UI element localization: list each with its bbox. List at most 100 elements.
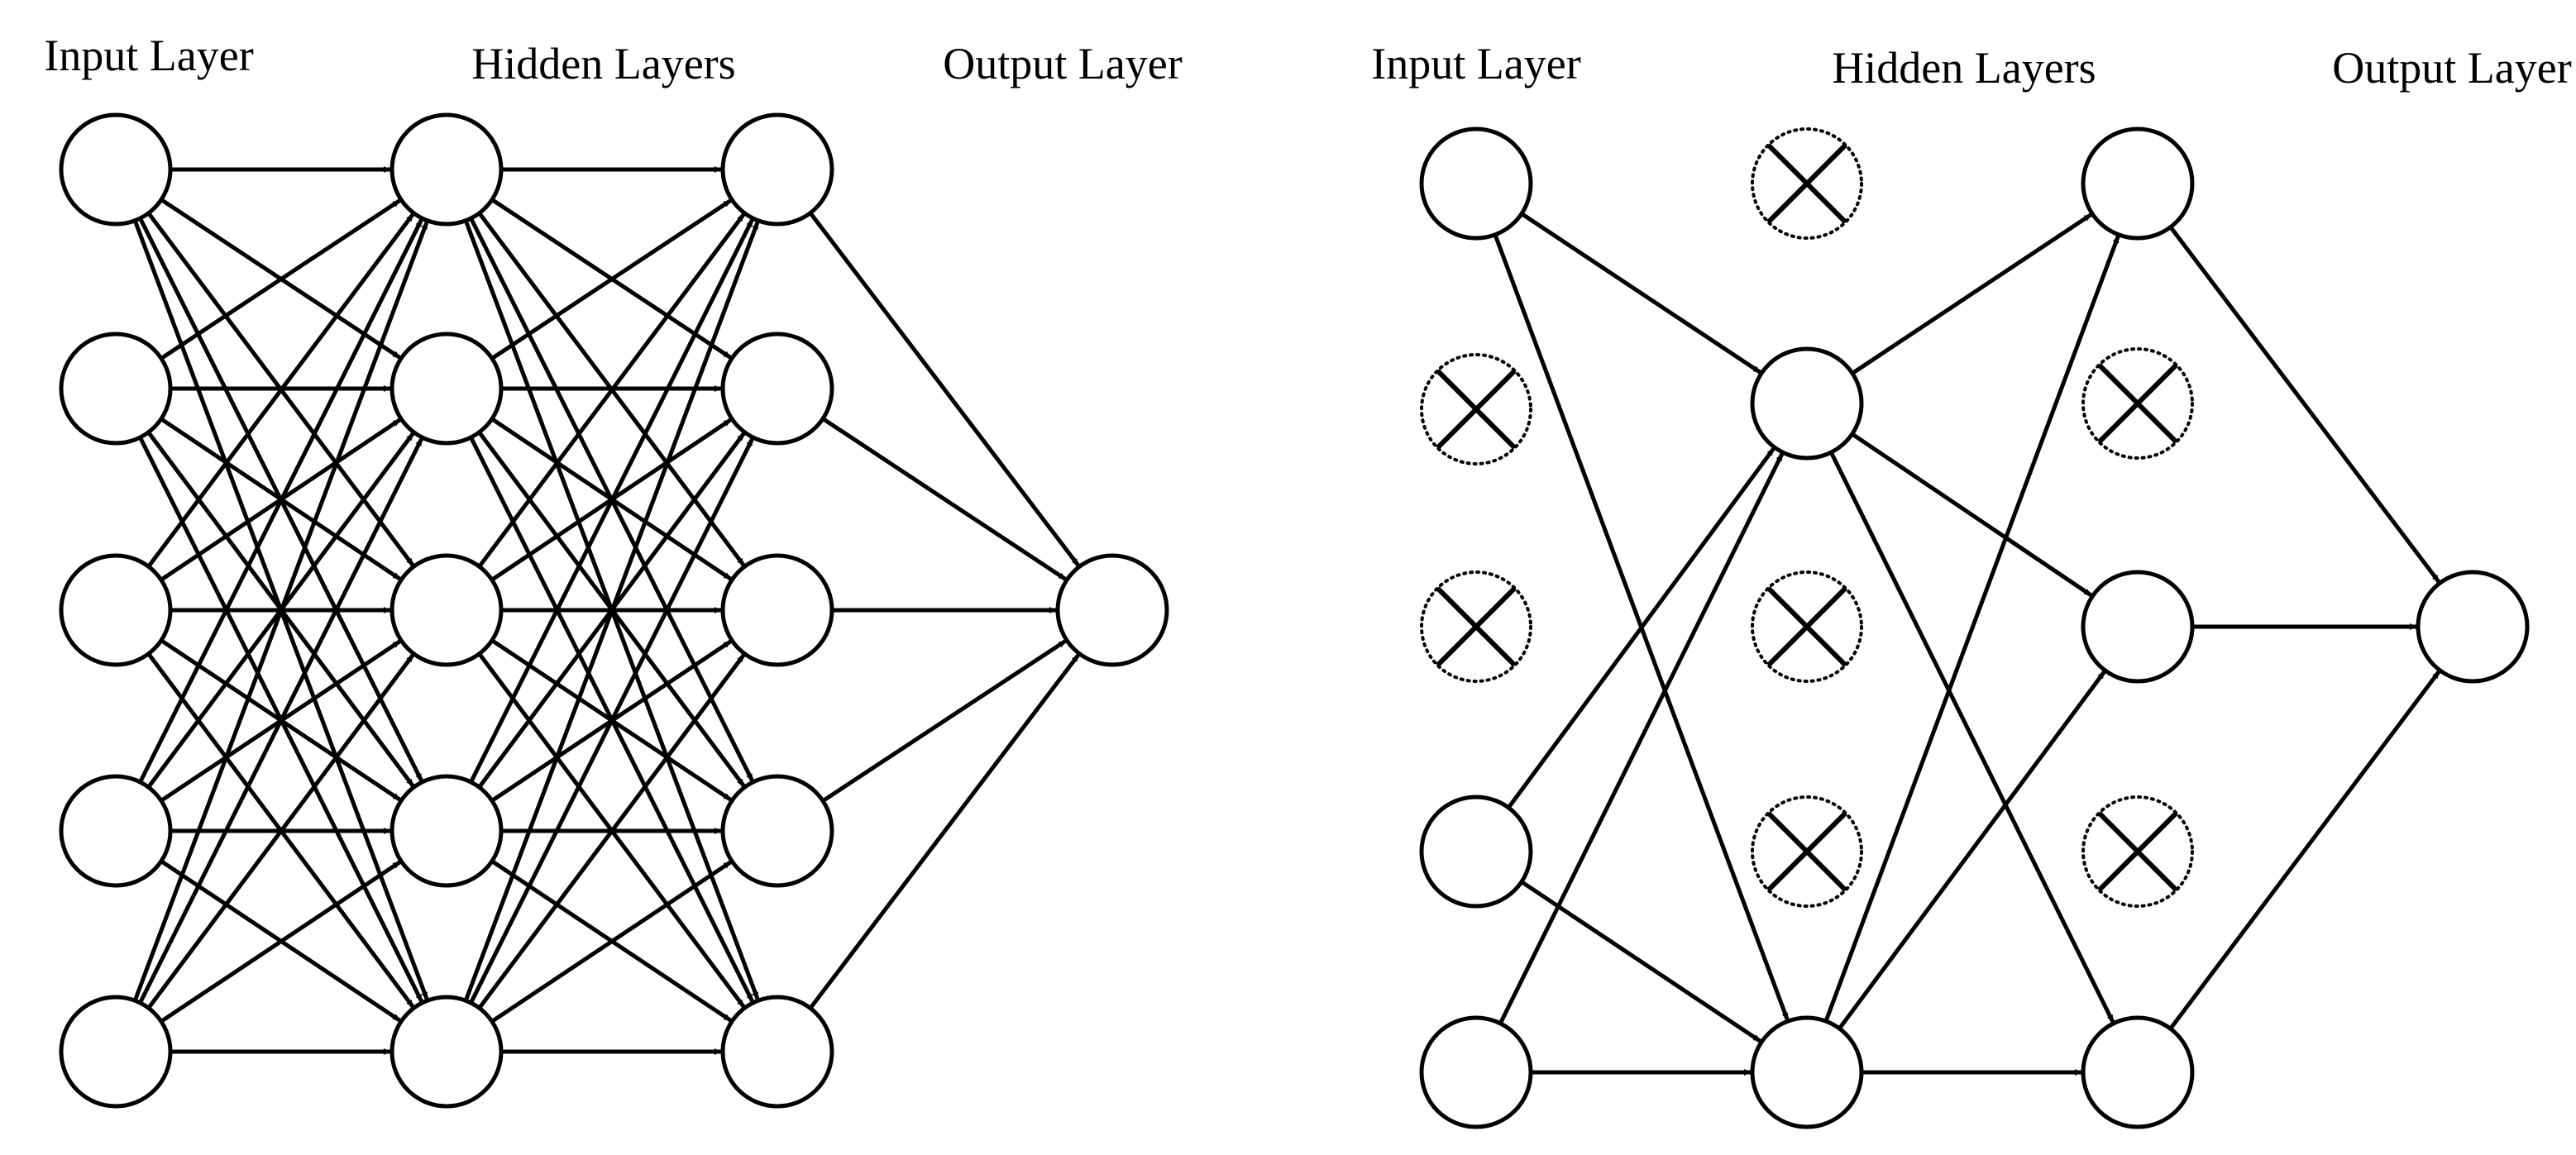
node-circle <box>59 112 173 227</box>
input-node <box>1419 795 1533 909</box>
node-circle <box>1419 1015 1533 1129</box>
node-circle <box>2081 126 2195 241</box>
edge-in-3-to-h1-4 <box>1520 880 1761 1043</box>
hidden-node <box>1750 1015 1864 1129</box>
dropped-node <box>2081 795 2194 908</box>
node-circle <box>720 995 834 1109</box>
node-circle <box>1055 553 1169 667</box>
edge-in-4-to-h1-0 <box>132 221 429 1002</box>
hidden-node <box>720 332 834 446</box>
node-circle <box>720 112 834 227</box>
hidden-node <box>720 112 834 227</box>
edge-in-3-to-h1-0 <box>138 218 423 784</box>
circled-x-dotted-icon <box>1766 811 1847 892</box>
hidden-node <box>390 332 504 446</box>
edge-h1-4-to-h2-2 <box>477 653 746 1009</box>
edge-h2-4-to-out-0 <box>808 653 1080 1009</box>
hidden-node <box>720 995 834 1109</box>
input-node <box>59 774 173 888</box>
edge-h2-4-to-out-0 <box>2168 670 2441 1030</box>
hidden-node <box>1750 346 1864 461</box>
circled-x-dotted-icon <box>1766 586 1847 667</box>
hidden-node <box>390 112 504 227</box>
edge-h1-4-to-h2-3 <box>490 860 732 1024</box>
node-circle <box>390 112 504 227</box>
input-node <box>59 995 173 1109</box>
circled-x-dotted-icon <box>1766 143 1847 224</box>
hidden-node <box>720 553 834 667</box>
edge-h2-0-to-out-0 <box>2168 226 2440 584</box>
node-circle <box>390 995 504 1109</box>
edge-in-3-to-h1-1 <box>1507 447 1775 809</box>
hidden-node <box>390 995 504 1109</box>
panel-dropout-input-layer-label: Input Layer <box>1371 39 1580 88</box>
edge-in-0-to-h1-1 <box>1520 212 1761 375</box>
cross-stroke <box>1766 811 1847 892</box>
edge-h1-1-to-h2-4 <box>1829 451 2115 1024</box>
cross-stroke <box>2097 811 2178 892</box>
hidden-node <box>390 553 504 667</box>
cross-stroke <box>1766 143 1847 224</box>
edge-h1-4-to-h2-0 <box>463 221 760 1002</box>
node-circle <box>720 332 834 446</box>
dropout-edges <box>1493 212 2441 1076</box>
edge-h1-4-to-h2-0 <box>1823 235 2120 1022</box>
node-circle <box>1750 1015 1864 1129</box>
edge-in-1-to-h1-0 <box>160 198 401 360</box>
standard-edges <box>132 166 1080 1055</box>
circled-x-dotted-icon <box>2097 363 2178 444</box>
dropped-node <box>1420 570 1532 683</box>
node-circle <box>2081 1015 2195 1129</box>
hidden-node <box>720 774 834 888</box>
hidden-node <box>2081 1015 2195 1129</box>
edge-h2-1-to-out-0 <box>821 417 1067 581</box>
standard-nodes <box>59 112 1169 1109</box>
edge-in-4-to-h1-1 <box>138 437 423 1005</box>
node-circle <box>59 332 173 446</box>
panel-dropout-output-layer-label: Output Layer <box>2332 43 2571 93</box>
node-circle <box>1750 346 1864 461</box>
hidden-node <box>2081 126 2195 241</box>
node-circle <box>59 774 173 888</box>
edge-h1-4-to-h2-1 <box>469 437 754 1005</box>
edge-h1-1-to-h2-0 <box>490 198 732 360</box>
dropout-nodes <box>1419 126 2530 1129</box>
input-node <box>1419 1015 1533 1129</box>
output-node <box>1055 553 1169 667</box>
edge-in-2-to-h1-0 <box>146 212 415 568</box>
edge-h1-3-to-h2-0 <box>469 218 754 784</box>
edge-in-4-to-h1-3 <box>160 860 401 1024</box>
circled-x-dotted-icon <box>2097 811 2178 892</box>
input-node <box>59 553 173 667</box>
edge-h1-1-to-h2-0 <box>1851 212 2092 375</box>
node-circle <box>390 553 504 667</box>
dropped-node <box>2081 347 2194 460</box>
edge-in-4-to-h1-2 <box>146 653 415 1009</box>
node-circle <box>59 995 173 1109</box>
output-node <box>2416 570 2530 684</box>
node-circle <box>59 553 173 667</box>
node-circle <box>1419 795 1533 909</box>
edge-h1-2-to-h2-0 <box>477 212 746 568</box>
panel-dropout-hidden-layers-label: Hidden Layers <box>1832 43 2096 93</box>
dropout-network-panel: Input Layer Hidden Layers Output Layer <box>1371 39 2572 1129</box>
dropped-node <box>1420 353 1532 465</box>
node-circle <box>720 774 834 888</box>
node-circle <box>2081 570 2195 684</box>
input-node <box>1419 126 1533 241</box>
node-circle <box>720 553 834 667</box>
cross-stroke <box>1436 586 1517 667</box>
cross-stroke <box>1436 369 1517 450</box>
dropped-node <box>1751 795 1863 908</box>
cross-stroke <box>1766 586 1847 667</box>
panel-standard-hidden-layers-label: Hidden Layers <box>471 39 735 88</box>
edge-h2-3-to-out-0 <box>821 639 1067 803</box>
edge-in-4-to-h1-1 <box>1498 452 1785 1024</box>
hidden-node <box>2081 570 2195 684</box>
panel-standard-input-layer-label: Input Layer <box>44 31 253 80</box>
circled-x-dotted-icon <box>1436 586 1517 667</box>
input-node <box>59 112 173 227</box>
edge-h1-1-to-h2-2 <box>1851 432 2092 598</box>
edge-h2-0-to-out-0 <box>808 212 1080 567</box>
